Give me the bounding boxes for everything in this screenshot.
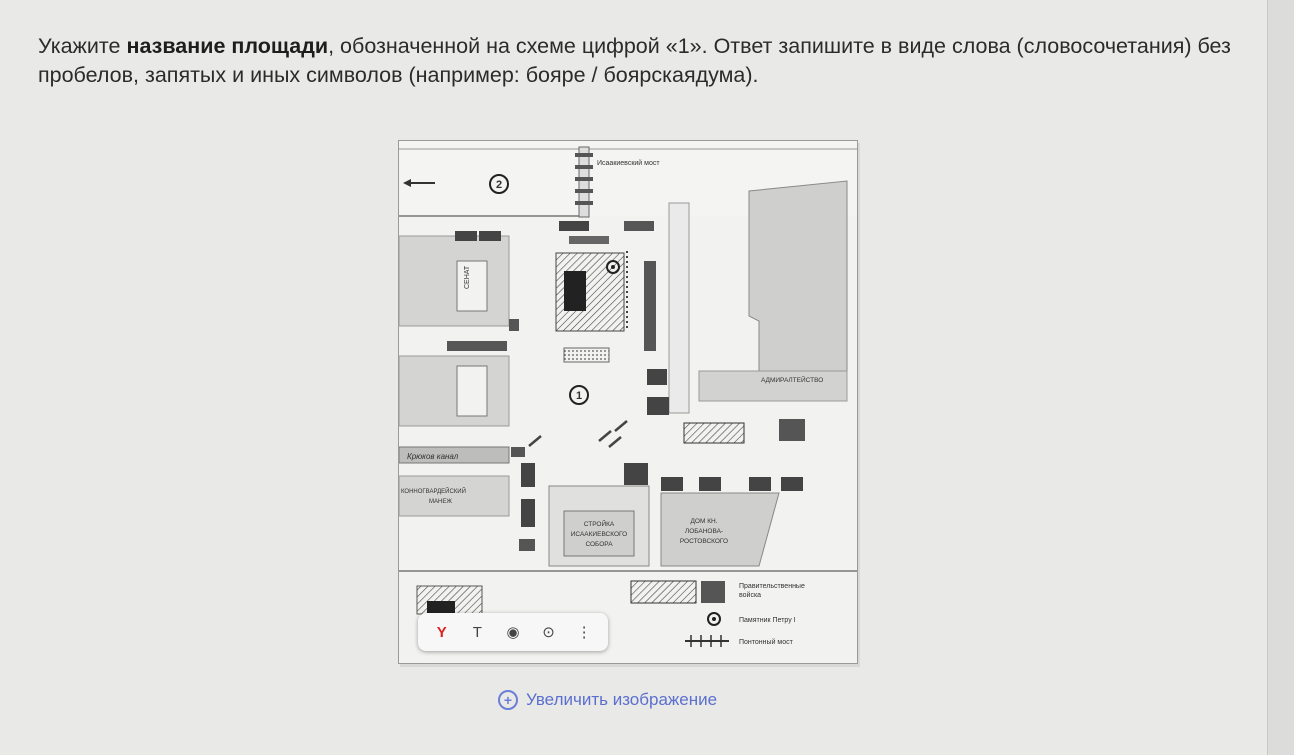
page-scrollbar-edge: [1267, 0, 1294, 755]
eye-icon[interactable]: ◉: [506, 624, 520, 641]
monument-marker: [606, 260, 620, 274]
map-label-dom-3: РОСТОВСКОГО: [680, 538, 728, 545]
question-text: Укажите название площади, обозначенной н…: [38, 32, 1238, 90]
enlarge-image-link[interactable]: + Увеличить изображение: [498, 686, 717, 714]
map-label-stroika-2: ИСААКИЕВСКОГО: [571, 531, 627, 538]
map-label-stroika-3: СОБОРА: [585, 541, 613, 548]
legend-pontoon: Понтонный мост: [739, 638, 794, 646]
text-recognize-icon[interactable]: T: [472, 623, 482, 641]
map-marker-1-circle: [569, 385, 589, 405]
legend-troops-2: войска: [739, 591, 761, 599]
legend-troops-1: Правительственные: [739, 583, 805, 590]
yandex-search-icon[interactable]: Y: [436, 623, 447, 641]
map-marker-1: 1: [576, 390, 582, 402]
map-label-admiralty: АДМИРАЛТЕЙСТВО: [761, 375, 823, 384]
map-label-dom-1: ДОМ КН.: [691, 518, 718, 525]
map-marker-2-circle: [489, 174, 509, 194]
map-marker-2: 2: [496, 179, 502, 191]
map-label-manezh-2: МАНЕЖ: [429, 499, 452, 505]
more-icon[interactable]: ⋮: [576, 624, 592, 641]
question-part1: Укажите: [38, 34, 127, 58]
enlarge-image-label: Увеличить изображение: [526, 690, 718, 709]
map-label-bridge: Исаакиевский мост: [597, 159, 660, 167]
image-toolbar: Y T ◉ ⊙ ⋮: [418, 613, 608, 651]
map-label-senate: СЕНАТ: [464, 265, 471, 289]
map-drawing: 2 Исаакиевский мост АДМИРАЛТЕЙСТВО СЕНАТ: [399, 141, 857, 647]
map-label-stroika-1: СТРОЙКА: [584, 519, 615, 528]
lens-icon[interactable]: ⊙: [542, 624, 555, 641]
map-label-dom-2: ЛОБАНОВА-: [685, 528, 723, 535]
legend-monument: Памятник Петру I: [739, 617, 796, 624]
map-label-manezh-1: КОННОГВАРДЕЙСКИЙ: [401, 487, 466, 495]
zoom-plus-icon: +: [498, 690, 518, 710]
map-label-kryukov: Крюков канал: [407, 452, 459, 461]
question-part2: , обозначенной на схеме цифрой «1». Отве…: [38, 34, 1231, 87]
question-bold-term: название площади: [126, 34, 329, 58]
decembrist-map-image[interactable]: 2 Исаакиевский мост АДМИРАЛТЕЙСТВО СЕНАТ: [398, 140, 858, 664]
